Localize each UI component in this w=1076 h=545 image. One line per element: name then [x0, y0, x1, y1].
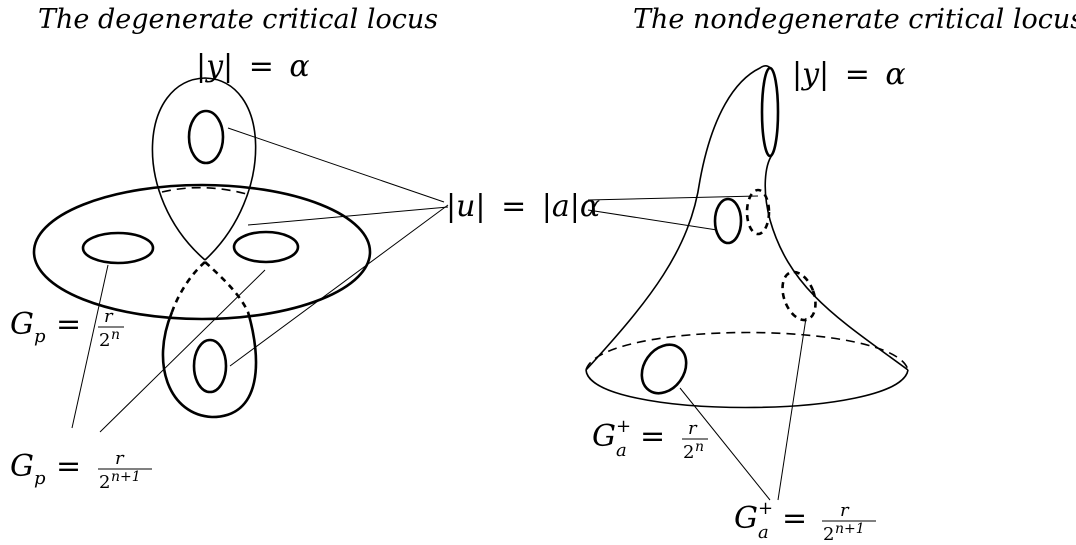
label-y-alpha-left: |y| = α	[196, 49, 310, 84]
leader-left-disk-hole	[71, 264, 109, 429]
right-hole-base	[640, 343, 688, 395]
nondegenerate-figure	[585, 65, 909, 501]
caption-left: The degenerate critical locus	[38, 4, 438, 35]
right-top-tube	[760, 66, 780, 158]
svg-text:n+1: n+1	[835, 521, 865, 537]
right-right-silhouette	[764, 154, 909, 371]
leader-dashed-lobe	[99, 269, 266, 433]
svg-text:r: r	[840, 500, 850, 521]
right-base-front	[585, 369, 909, 409]
left-disk-hidden-arc	[161, 186, 251, 196]
leader-right-dashed-2	[777, 317, 807, 501]
svg-text:a: a	[616, 440, 627, 461]
left-hole-disk-right	[232, 230, 300, 264]
leader-bottom-hole	[229, 204, 449, 367]
left-lower-lobe-hidden-2	[204, 261, 250, 313]
svg-text:G: G	[10, 307, 34, 342]
svg-text:a: a	[758, 522, 769, 543]
right-left-silhouette	[585, 65, 776, 371]
right-hole-dashed-1	[745, 188, 771, 236]
label-u-alpha: |u| = |a|α	[446, 189, 600, 224]
svg-text:2: 2	[99, 330, 110, 351]
label-y-alpha-right: |y| = α	[792, 57, 906, 92]
left-flat-disk	[32, 183, 372, 321]
leader-lower-lobe-dash	[247, 206, 449, 226]
leader-right-base-hole	[679, 387, 771, 501]
svg-text:r: r	[688, 418, 698, 439]
svg-text:=: =	[56, 449, 81, 484]
degenerate-figure	[32, 77, 449, 433]
left-hole-bottom	[192, 338, 228, 394]
svg-text:2: 2	[683, 442, 694, 463]
svg-text:p: p	[34, 468, 46, 489]
left-hole-disk-left	[81, 231, 155, 265]
label-gp-n1: G p = r 2 n+1	[10, 448, 152, 493]
svg-text:G: G	[10, 449, 34, 484]
left-hole-top	[187, 109, 225, 165]
left-lower-lobe-hidden	[170, 261, 206, 313]
label-gp-n: G p = r 2 n	[10, 306, 124, 351]
svg-text:+: +	[616, 416, 631, 437]
leader-top-hole	[227, 127, 445, 203]
svg-text:G: G	[592, 419, 616, 454]
svg-text:2: 2	[823, 524, 834, 545]
svg-text:r: r	[115, 448, 125, 469]
leader-right-solid-hole	[587, 209, 718, 231]
svg-text:+: +	[758, 498, 773, 519]
svg-text:2: 2	[99, 472, 110, 493]
svg-text:p: p	[34, 326, 46, 347]
svg-text:=: =	[56, 307, 81, 342]
svg-text:r: r	[104, 306, 114, 327]
right-base-back	[585, 331, 909, 371]
left-lower-lobe	[161, 311, 258, 419]
right-hole-solid	[713, 197, 743, 245]
svg-text:n: n	[695, 439, 704, 455]
leader-right-dashed-hole	[587, 195, 759, 201]
svg-text:=: =	[782, 501, 807, 536]
right-hole-dashed-2	[781, 270, 817, 322]
left-upper-lobe	[151, 77, 257, 261]
label-ga-n1: G + a = r 2 n+1	[734, 498, 876, 545]
caption-right: The nondegenerate critical locus	[633, 4, 1076, 35]
svg-text:n: n	[111, 327, 120, 343]
svg-text:G: G	[734, 501, 758, 536]
svg-text:n+1: n+1	[111, 469, 141, 485]
svg-text:=: =	[640, 419, 665, 454]
label-ga-n: G + a = r 2 n	[592, 416, 708, 463]
